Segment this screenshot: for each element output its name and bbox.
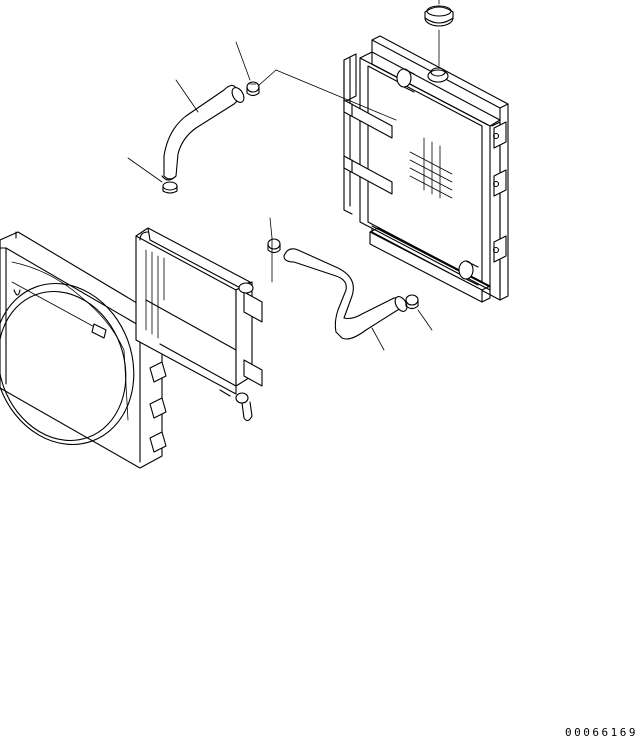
radiator-icon	[343, 35, 509, 303]
cap-icon	[424, 5, 454, 27]
drawing-number: 00066169	[565, 726, 638, 739]
clamp-icon	[267, 238, 281, 254]
clamp-icon	[246, 81, 260, 97]
clamp-icon	[162, 181, 178, 194]
cooler-icon	[135, 227, 263, 422]
hose-icon	[283, 248, 408, 340]
clamp-icon	[405, 294, 419, 310]
hose-icon	[161, 84, 245, 181]
filler-neck-icon	[427, 67, 449, 83]
leader-lines	[127, 0, 440, 351]
